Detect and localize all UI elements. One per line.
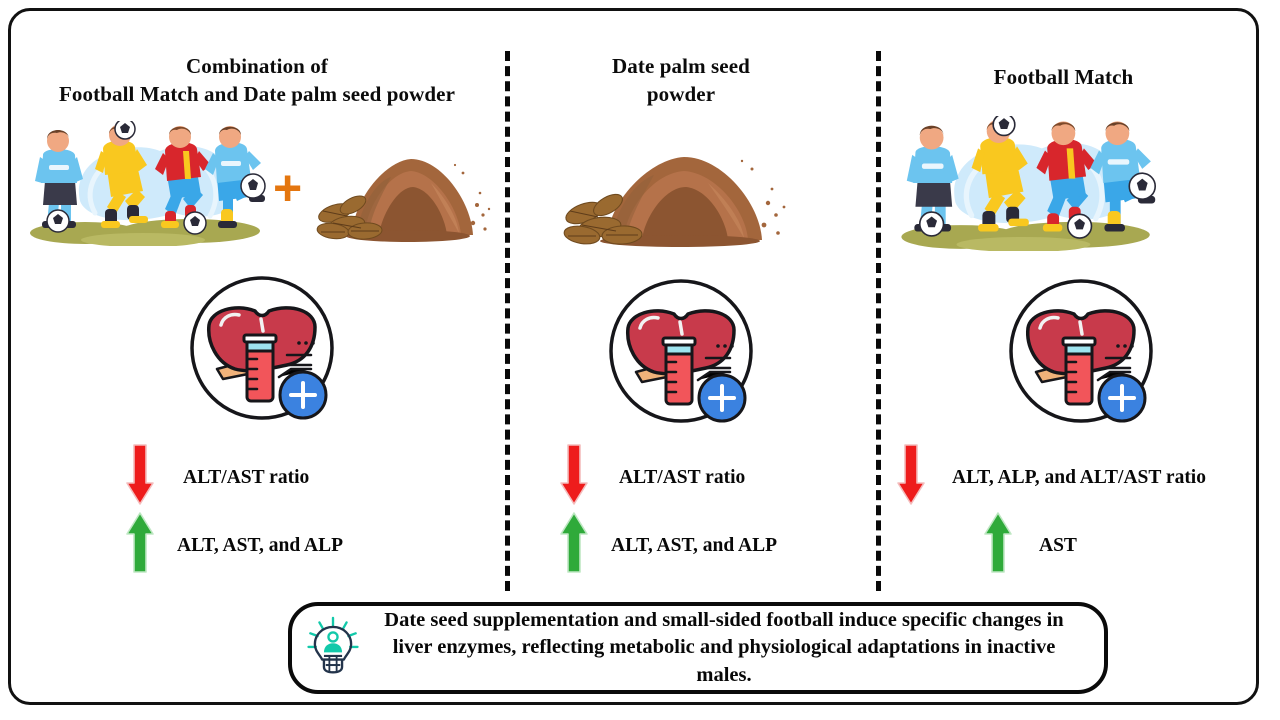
outcome-label: ALT, ALP, and ALT/AST ratio — [952, 466, 1206, 488]
column-3-title-line1: Football Match — [993, 65, 1134, 89]
football-match-illustration — [25, 118, 275, 247]
column-2-title: Date palm seed powder — [501, 53, 861, 108]
plus-icon: + — [273, 160, 303, 216]
liver-blood-test-icon — [187, 273, 337, 428]
date-palm-seed-powder-illustration — [556, 143, 806, 248]
up-arrow-icon — [125, 511, 155, 580]
column-divider-1 — [505, 51, 510, 591]
outcome-row-decrease: ALT/AST ratio — [559, 443, 745, 512]
down-arrow-icon — [559, 443, 589, 512]
column-3-title: Football Match — [871, 64, 1256, 92]
up-arrow-icon — [559, 511, 589, 580]
conclusion-text: Date seed supplementation and small-side… — [384, 609, 1064, 686]
date-palm-seed-powder-illustration — [313, 143, 498, 243]
column-1-title-line2: Football Match and Date palm seed powder — [59, 81, 455, 106]
column-2-title-line1: Date palm seed — [612, 54, 750, 78]
graphical-abstract-frame: Combination of Football Match and Date p… — [8, 8, 1259, 705]
column-1-title: Combination of Football Match and Date p… — [17, 53, 497, 108]
liver-blood-test-icon — [606, 276, 756, 431]
column-combination: Combination of Football Match and Date p… — [17, 11, 497, 586]
outcome-row-increase: AST — [983, 511, 1077, 580]
down-arrow-icon — [125, 443, 155, 512]
lightbulb-idea-icon — [304, 614, 362, 683]
column-3-illustrations — [896, 113, 1236, 261]
outcome-label: ALT/AST ratio — [619, 466, 746, 488]
column-1-illustrations: + — [25, 118, 498, 261]
liver-blood-test-icon — [1006, 276, 1156, 431]
columns-container: Combination of Football Match and Date p… — [11, 11, 1256, 586]
outcome-row-increase: ALT, AST, and ALP — [125, 511, 343, 580]
outcome-label: AST — [1039, 534, 1077, 556]
column-date-palm-seed-powder: Date palm seed powder — [501, 11, 861, 586]
outcome-label: ALT, AST, and ALP — [611, 534, 778, 556]
outcome-row-decrease: ALT/AST ratio — [125, 443, 309, 512]
up-arrow-icon — [983, 511, 1013, 580]
column-2-title-line2: powder — [646, 81, 716, 106]
outcome-row-decrease: ALT, ALP, and ALT/AST ratio — [896, 443, 1206, 512]
column-2-illustrations — [536, 123, 836, 263]
outcome-row-increase: ALT, AST, and ALP — [559, 511, 777, 580]
column-1-title-line1: Combination of — [185, 54, 328, 78]
football-match-illustration — [896, 113, 1166, 253]
outcome-label: ALT/AST ratio — [183, 466, 310, 488]
down-arrow-icon — [896, 443, 926, 512]
outcome-label: ALT, AST, and ALP — [177, 534, 344, 556]
conclusion-box: Date seed supplementation and small-side… — [288, 602, 1108, 694]
column-divider-2 — [876, 51, 881, 591]
column-football-match: Football Match — [871, 11, 1256, 586]
